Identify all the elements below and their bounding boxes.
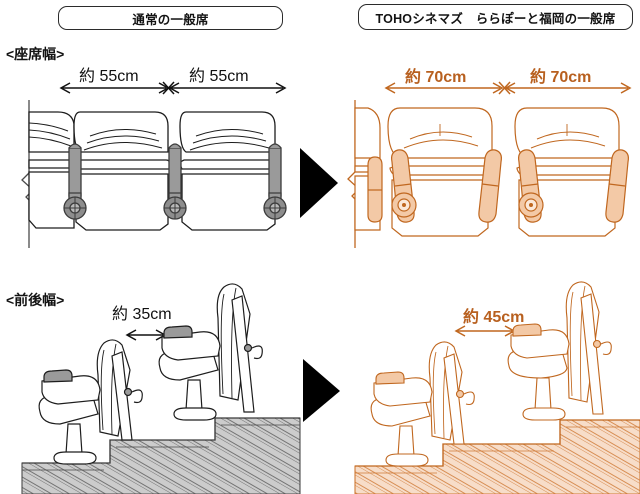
armrest-toho-1-right bbox=[478, 149, 502, 223]
armrest-standard-1 bbox=[63, 143, 87, 220]
seat-toho-side-rear bbox=[507, 281, 612, 421]
seat-standard-2 bbox=[179, 111, 278, 231]
dimension-label-right-seat-width-1: 約 70cm bbox=[405, 69, 467, 86]
armrest-toho-partial bbox=[367, 156, 383, 223]
dimension-label-left-seat-pitch: 約 35cm bbox=[112, 306, 172, 323]
dimension-label-right-seat-width-2: 約 70cm bbox=[530, 69, 592, 86]
seat-row-toho-front-view bbox=[347, 100, 629, 248]
armrest-group-standard bbox=[63, 143, 287, 220]
seat-row-standard-front-view bbox=[21, 100, 287, 248]
transition-arrow-bottom bbox=[303, 359, 340, 422]
panel-header-toho-seat: TOHOシネマズ ららぽーと福岡の一般席 bbox=[358, 4, 633, 30]
panel-header-standard-seat-label: 通常の一般席 bbox=[132, 12, 209, 27]
steps-standard bbox=[21, 417, 301, 494]
transition-arrow-top bbox=[300, 148, 338, 218]
panel-header-standard-seat: 通常の一般席 bbox=[58, 6, 283, 30]
section-caption-seat-width: <座席幅> bbox=[6, 46, 65, 62]
dimension-arrows-left-seat-width bbox=[59, 81, 287, 95]
dimension-label-left-seat-width-2: 約 55cm bbox=[189, 68, 249, 85]
dimension-arrows-right-seat-width bbox=[384, 81, 632, 95]
panel-header-toho-seat-label: TOHOシネマズ ららぽーと福岡の一般席 bbox=[375, 11, 616, 26]
dimension-arrow-right-pitch bbox=[454, 325, 516, 337]
seat-standard-side-rear bbox=[158, 283, 263, 421]
dimension-label-right-seat-pitch: 約 45cm bbox=[463, 309, 525, 326]
seat-toho-2 bbox=[514, 107, 620, 237]
dimension-arrow-left-pitch bbox=[125, 329, 167, 341]
armrest-toho-2-left bbox=[518, 149, 544, 223]
seat-partial-left bbox=[28, 111, 75, 229]
armrest-standard-3 bbox=[263, 143, 287, 220]
section-caption-seat-pitch: <前後幅> bbox=[6, 292, 65, 308]
seat-pitch-standard-side-view bbox=[21, 283, 301, 494]
seat-toho-side-front bbox=[370, 341, 475, 467]
armrest-standard-2 bbox=[163, 143, 187, 220]
armrest-group-toho bbox=[391, 149, 629, 223]
armrest-toho-2-right bbox=[605, 149, 629, 223]
seat-standard-1 bbox=[73, 111, 171, 231]
armrest-toho-1-left bbox=[391, 149, 417, 223]
seat-pitch-toho-side-view bbox=[354, 281, 640, 494]
seat-standard-side-front bbox=[38, 339, 143, 465]
steps-toho bbox=[354, 419, 640, 494]
dimension-label-left-seat-width-1: 約 55cm bbox=[79, 68, 139, 85]
